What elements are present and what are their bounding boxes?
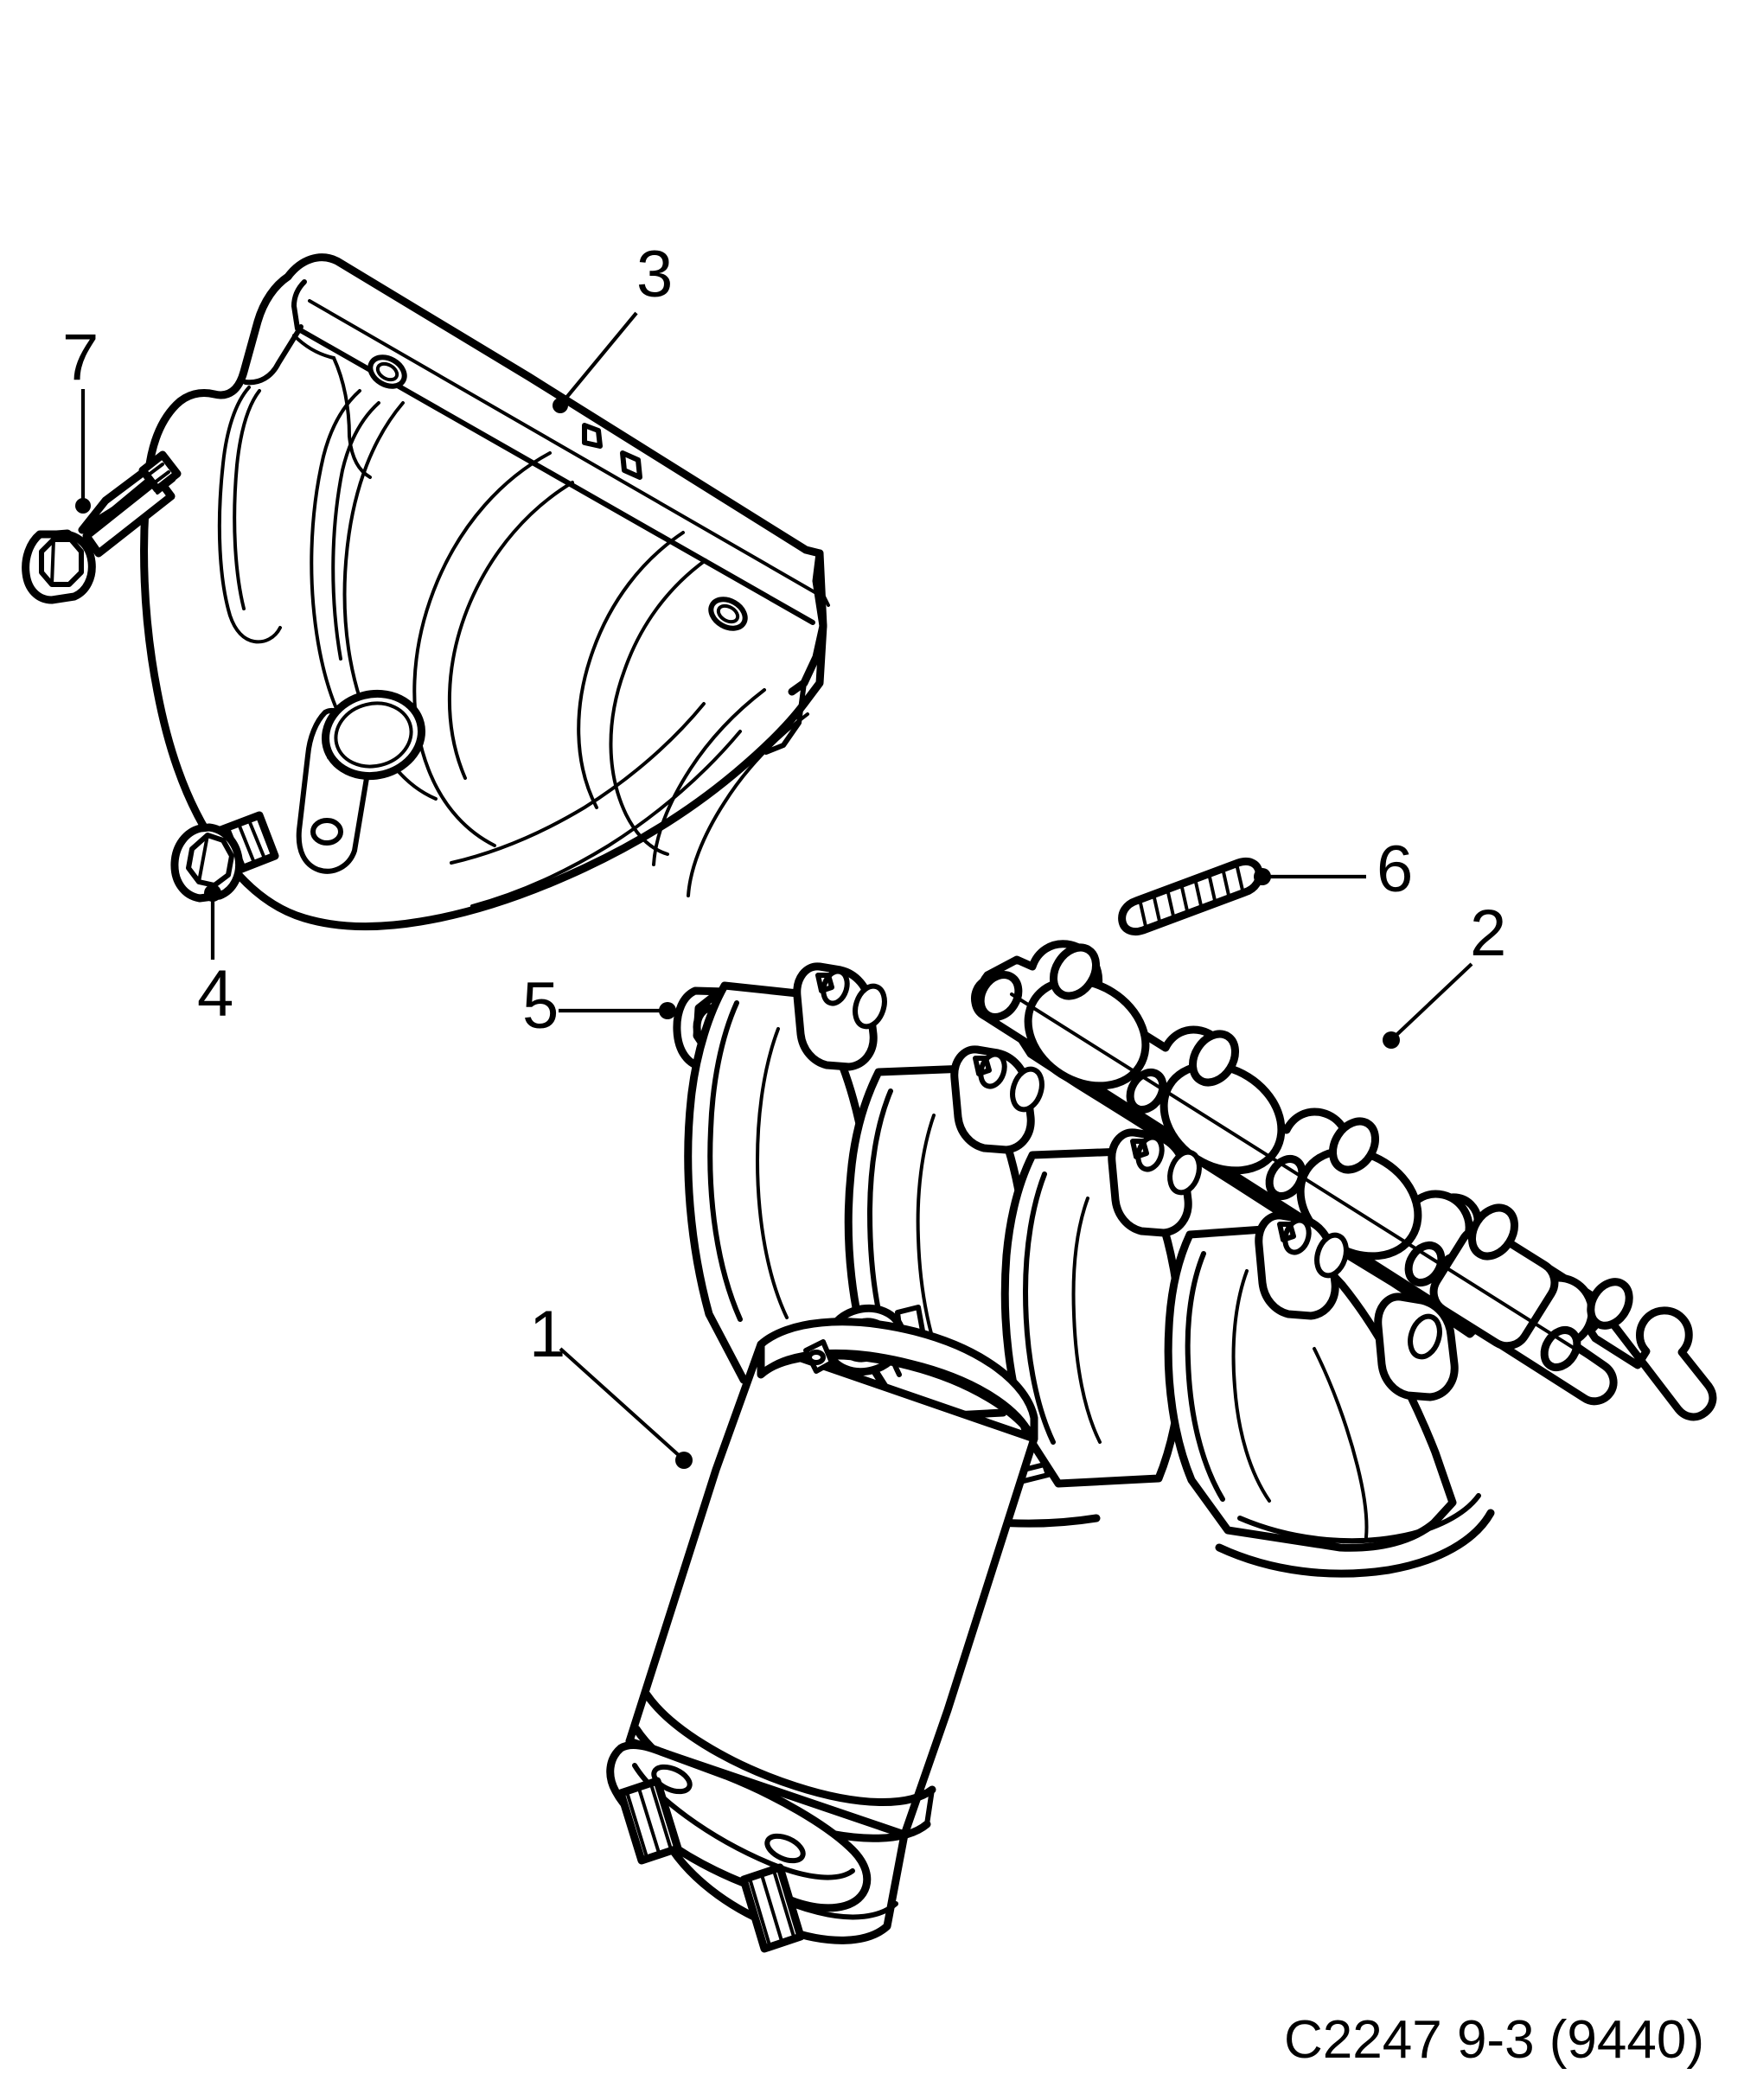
leader-dot-1 xyxy=(675,1452,693,1469)
callout-label-2: 2 xyxy=(1470,897,1507,970)
part-catalytic-converter-manifold xyxy=(606,962,1495,1953)
part-heat-shield-bolt-upper xyxy=(22,450,182,604)
leader-dot-5 xyxy=(659,1002,676,1019)
part-threaded-stud xyxy=(1118,857,1263,936)
callout-label-5: 5 xyxy=(522,969,559,1043)
callout-label-6: 6 xyxy=(1377,833,1414,906)
callout-leader-lines xyxy=(75,311,1473,1469)
leader-dot-7 xyxy=(75,498,91,514)
callout-label-4: 4 xyxy=(197,957,234,1031)
part-exhaust-manifold-gasket xyxy=(971,940,1717,1421)
leader-dot-4 xyxy=(204,884,221,902)
callout-label-3: 3 xyxy=(636,238,674,311)
leader-dot-2 xyxy=(1383,1031,1400,1049)
leader-line-1 xyxy=(559,1347,683,1459)
leader-line-2 xyxy=(1392,962,1473,1039)
part-heat-shield-bolt-lower xyxy=(170,811,279,903)
part-heat-shield xyxy=(140,253,830,931)
diagram-caption: C2247 9-3 (9440) xyxy=(1284,2010,1704,2070)
callout-label-7: 7 xyxy=(62,321,99,394)
leader-dot-6 xyxy=(1254,868,1271,885)
leader-line-3 xyxy=(560,311,638,405)
leader-dot-3 xyxy=(553,398,568,413)
callout-label-1: 1 xyxy=(529,1298,566,1371)
